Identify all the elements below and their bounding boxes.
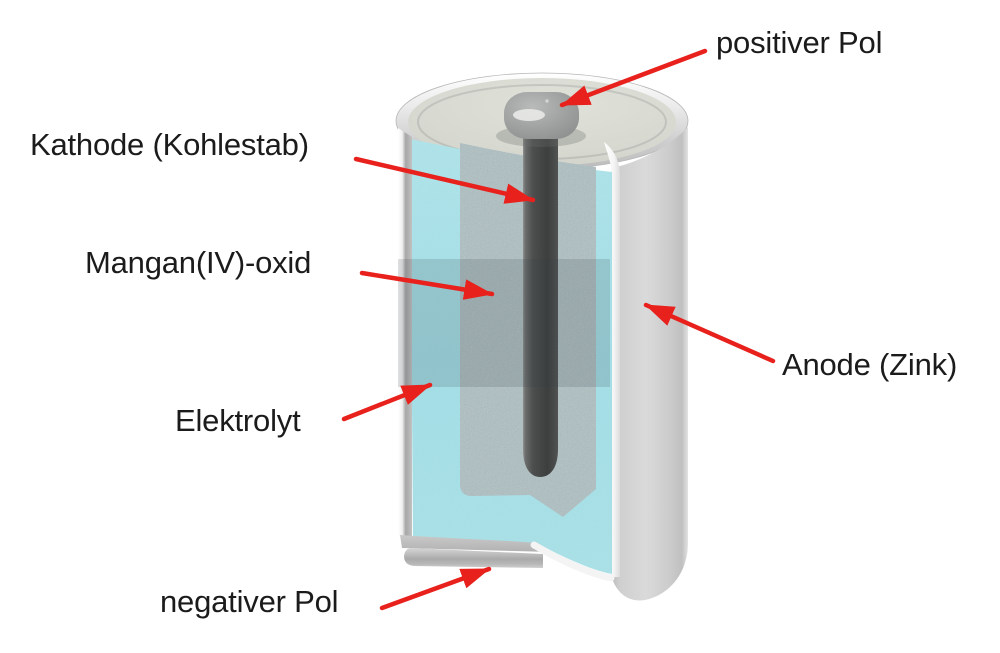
can-wall-cut-left: [398, 128, 412, 540]
bottom-base: [400, 535, 551, 552]
bottom-cut-edge: [530, 541, 615, 582]
label-kathode: Kathode (Kohlestab): [30, 127, 309, 162]
arrow-negativer-pol: [379, 566, 492, 611]
zinc-can-wall: [612, 127, 688, 601]
label-mangan-iv-oxid: Mangan(IV)-oxid: [85, 245, 312, 280]
label-negativer-pol: negativer Pol: [160, 584, 339, 619]
annotation-arrows: [341, 48, 776, 611]
arrow-anode-zink: [643, 302, 776, 364]
label-elektrolyt: Elektrolyt: [175, 403, 301, 438]
battery: [395, 72, 689, 601]
carbon-rod: [523, 128, 558, 477]
arrow-elektrolyt: [341, 382, 433, 422]
arrow-kathode: [353, 156, 536, 204]
bottom-lip-negative-pole: [404, 548, 543, 568]
label-anode-zink: Anode (Zink): [782, 347, 958, 382]
arrow-mangan-iv-oxid: [359, 270, 495, 300]
cap-highlight: [513, 109, 545, 121]
arrow-positiver-pol: [559, 48, 708, 108]
label-positiver-pol: positiver Pol: [716, 25, 883, 60]
cross-section-shading: [398, 259, 610, 387]
cap-dot: [545, 99, 549, 103]
